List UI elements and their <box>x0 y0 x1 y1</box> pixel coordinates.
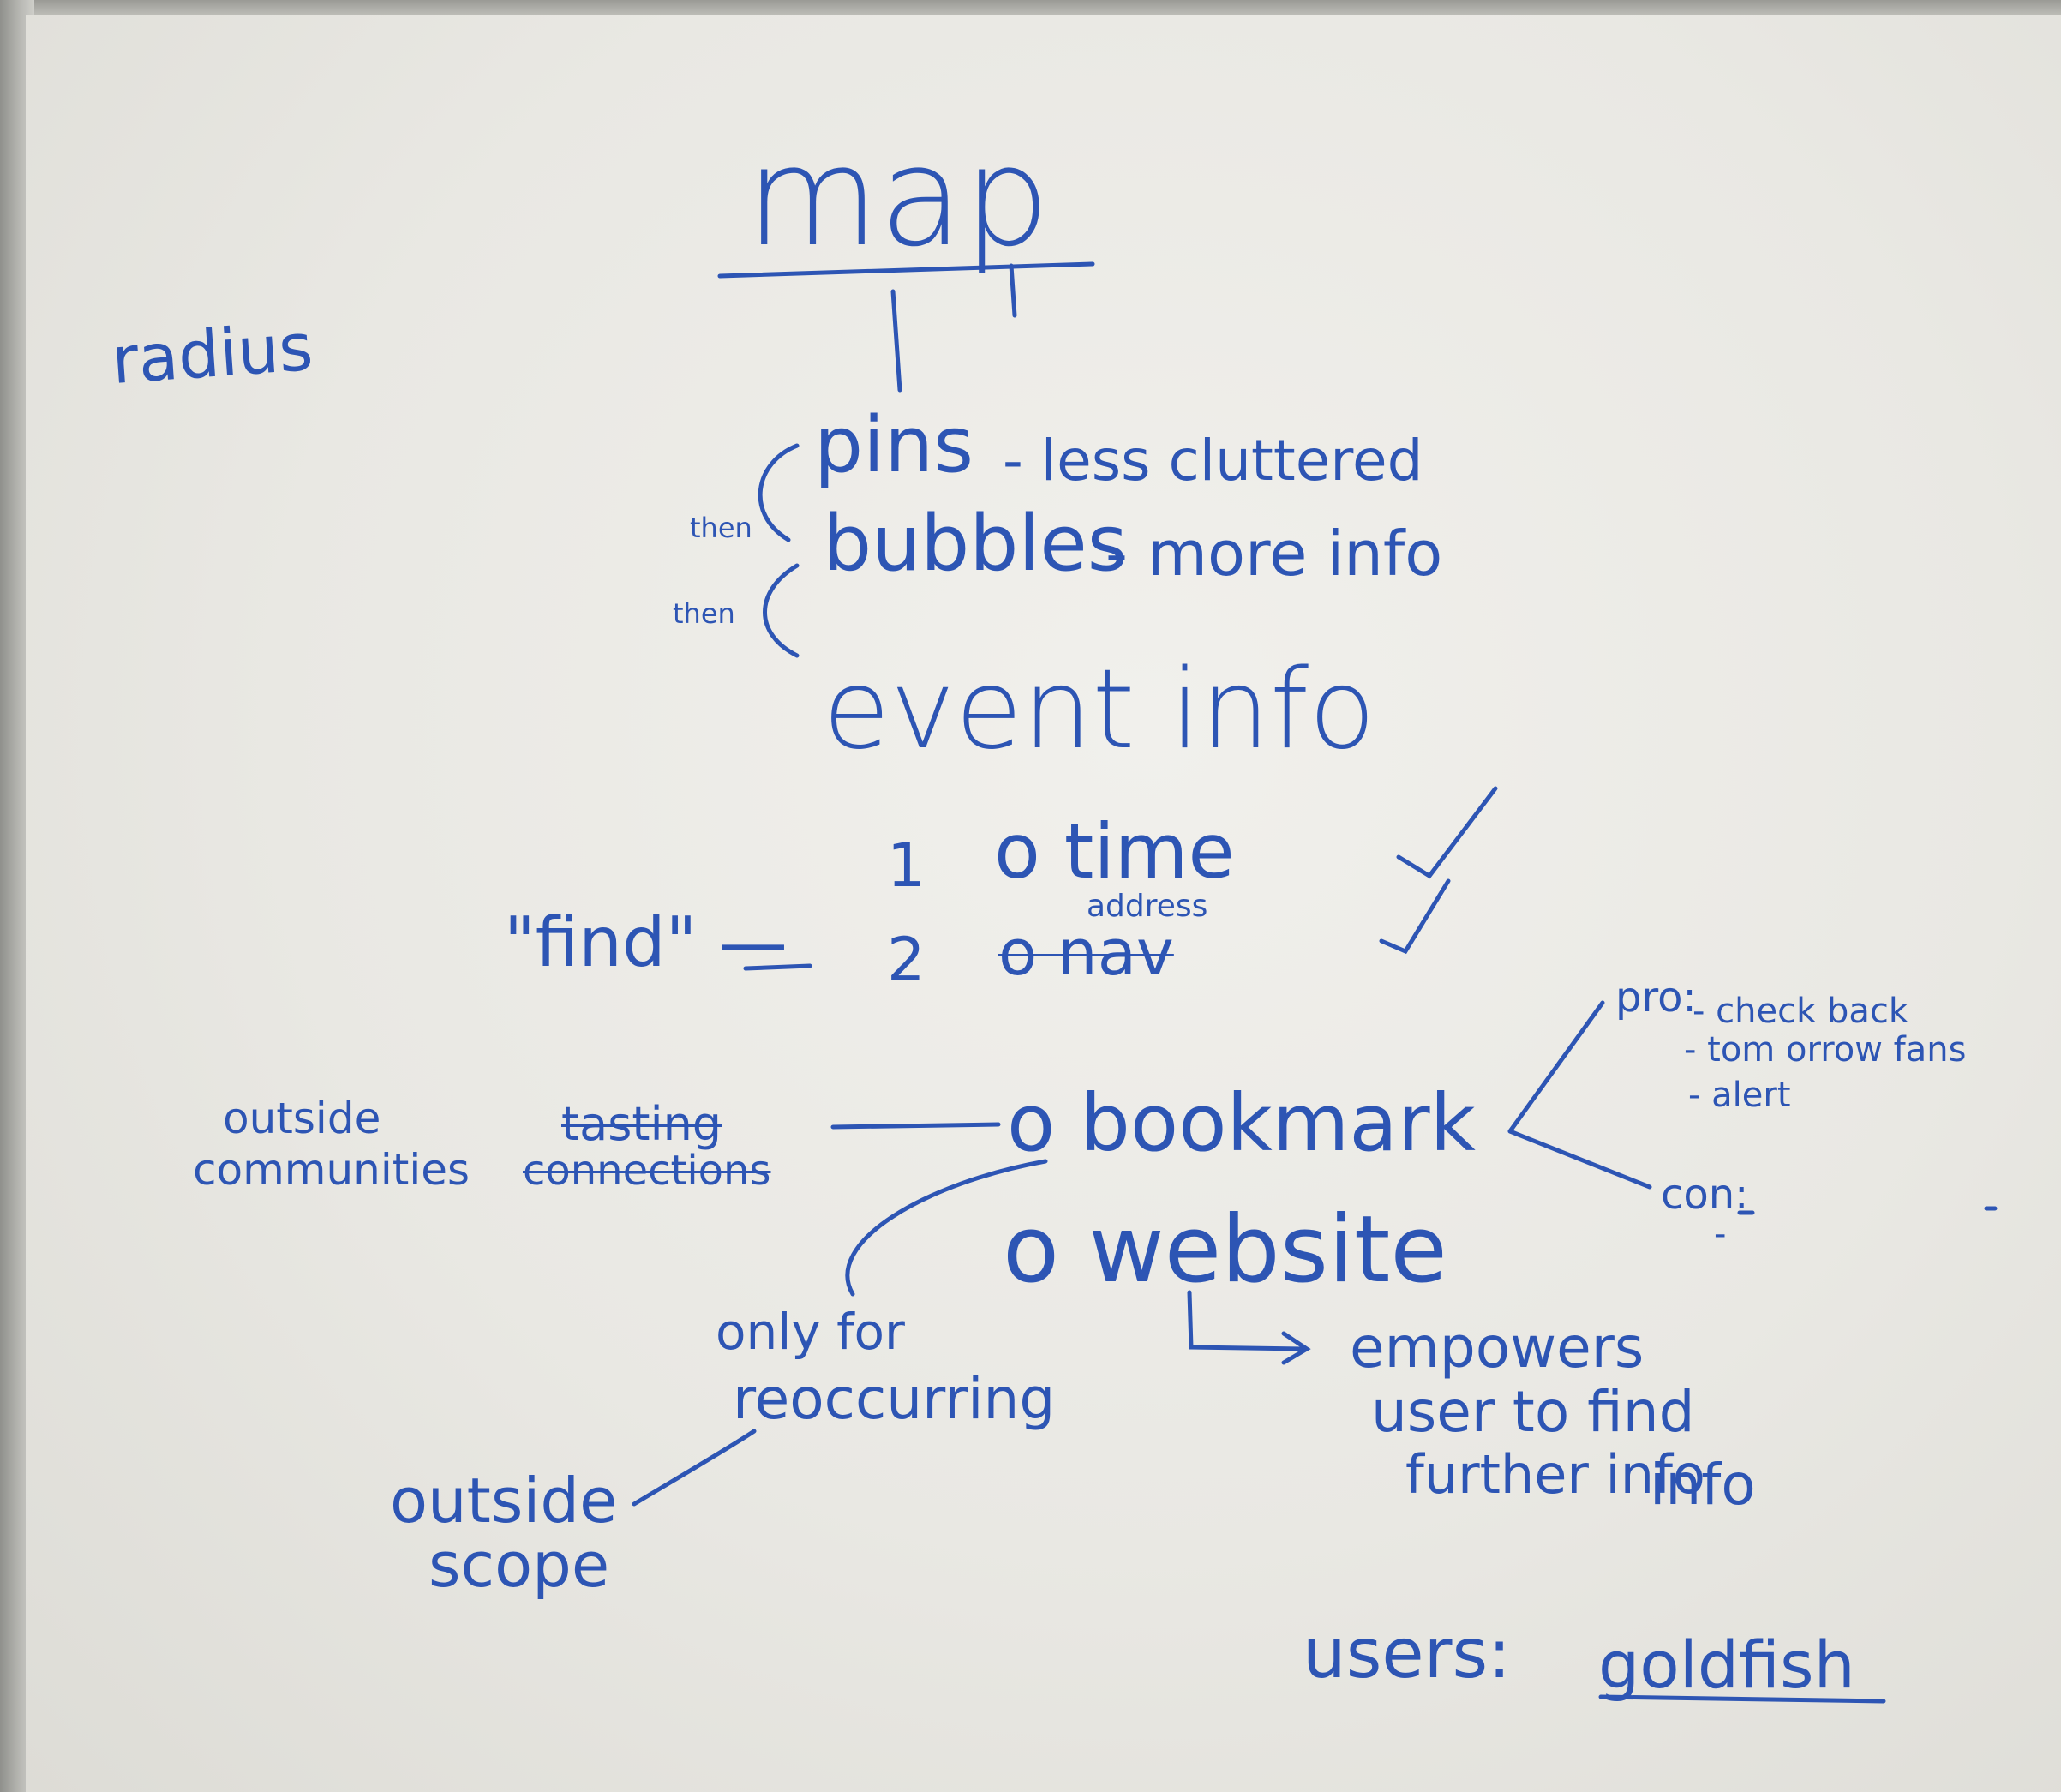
bookmark-item: o bookmark <box>1007 1077 1476 1169</box>
find-dash <box>743 963 812 971</box>
then-brace-1 <box>758 443 800 542</box>
outside-scope-line-1: outside <box>390 1465 618 1537</box>
bookmark-to-reoccurring <box>845 1159 1048 1297</box>
event-info-label: event info <box>823 646 1376 774</box>
whiteboard-surface <box>26 15 2061 1792</box>
title-map: map <box>746 117 1051 277</box>
pro-item-3: - alert <box>1688 1076 1791 1115</box>
tasting-struck: tasting <box>561 1097 722 1151</box>
radius-label: radius <box>109 308 315 399</box>
list-number-1: 1 <box>887 830 926 901</box>
check-mark-2 <box>1379 878 1451 955</box>
whiteboard-frame-top <box>0 0 2061 19</box>
con-label: con: <box>1661 1171 1749 1219</box>
reoccurring-label: reoccurring <box>733 1366 1056 1432</box>
empowers-line-1: empowers <box>1350 1315 1645 1381</box>
address-label: address <box>1087 889 1208 924</box>
then-label-2: then <box>673 597 735 630</box>
time-item: o time <box>994 807 1235 896</box>
only-for-label: only for <box>716 1303 905 1361</box>
title-stem-right <box>1009 263 1017 318</box>
website-item: o website <box>1003 1196 1447 1304</box>
find-label: "find" — <box>504 902 788 982</box>
then-brace-2 <box>763 563 800 658</box>
pro-item-2: - tom orrow fans <box>1684 1030 1967 1070</box>
nav-item-struck: o nav <box>998 916 1174 990</box>
empowers-line-2: user to find <box>1371 1379 1695 1445</box>
con-item-1: - <box>1714 1214 1727 1254</box>
pro-label: pro: <box>1615 974 1697 1022</box>
outside-scope-line-2: scope <box>428 1529 610 1601</box>
users-value: goldfish <box>1598 1627 1855 1703</box>
goldfish-underline <box>1598 1694 1886 1704</box>
pins-note: - less cluttered <box>1003 428 1423 494</box>
info-label: info <box>1650 1452 1756 1518</box>
reoccurring-to-outside-scope <box>632 1429 757 1507</box>
users-label: users: <box>1303 1614 1512 1693</box>
website-to-empowers-arrow <box>1187 1290 1305 1351</box>
bookmark-link-line <box>830 1122 1001 1130</box>
title-underline <box>717 261 1095 279</box>
bookmark-branch-con <box>1507 1129 1652 1190</box>
pins-label: pins <box>814 400 974 490</box>
empowers-line-3: further info <box>1405 1443 1705 1506</box>
connections-struck: connections <box>523 1147 771 1195</box>
then-label-1: then <box>690 512 752 544</box>
pro-item-1: - check back <box>1693 992 1909 1031</box>
bookmark-branch-pro <box>1507 1000 1605 1134</box>
communities-label: communities <box>193 1145 470 1195</box>
title-stem-left <box>890 289 902 393</box>
arrow-head <box>1281 1331 1311 1365</box>
check-mark-1 <box>1396 786 1498 879</box>
list-number-2: 2 <box>887 925 926 995</box>
bubbles-label: bubbles <box>823 499 1128 589</box>
outside-label: outside <box>223 1094 381 1143</box>
bubbles-note: - more info <box>1105 518 1443 590</box>
